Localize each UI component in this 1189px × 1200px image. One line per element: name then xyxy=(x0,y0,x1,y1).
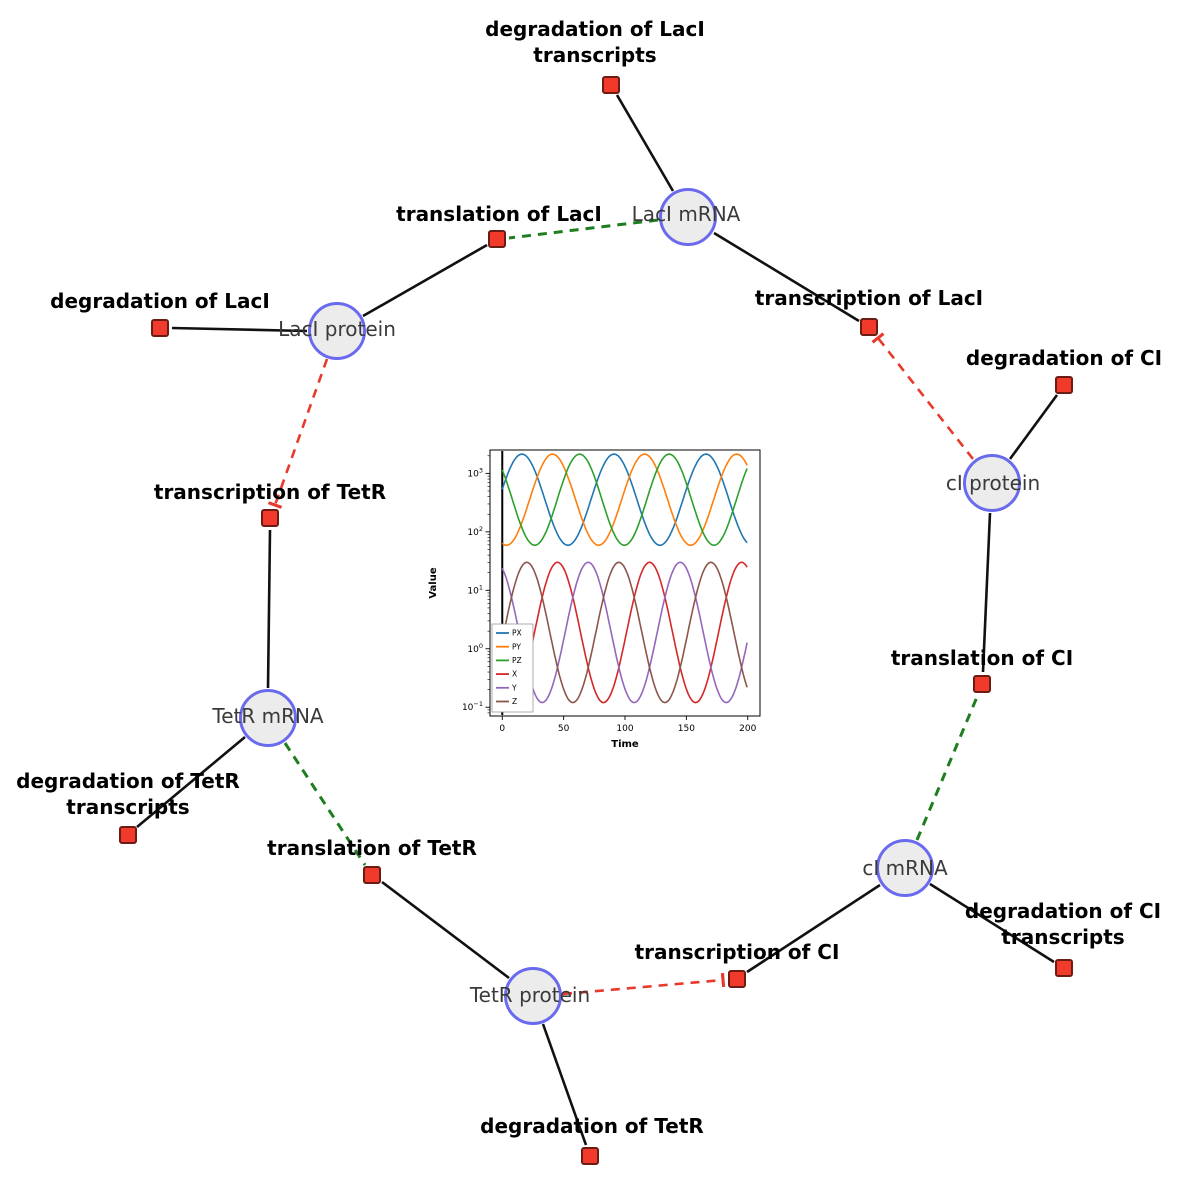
reaction-node-deg-laci xyxy=(151,319,169,337)
simulation-inset-chart: 10−1 100 101 102 103 0 50 100 150 200 PX PY PZ XYZ Tim… xyxy=(428,449,761,750)
y-tick-label: 102 xyxy=(467,525,483,538)
legend-label-Y: Y xyxy=(511,683,517,692)
reaction-node-deg-laci-transcripts xyxy=(602,76,620,94)
x-tick-label: 150 xyxy=(678,724,695,734)
reaction-label-deg-tetr-transcripts: degradation of TetR transcripts xyxy=(16,769,240,819)
legend-label-X: X xyxy=(512,670,517,679)
chart-legend: PX PY PZ XYZ xyxy=(491,623,534,713)
reaction-node-deg-tetr-transcripts xyxy=(119,826,137,844)
reaction-node-translation-ci xyxy=(973,675,991,693)
species-label-tetr-protein: TetR protein xyxy=(469,983,591,1007)
species-node-ci-mrna xyxy=(876,839,934,897)
reaction-label-deg-ci: degradation of CI xyxy=(965,346,1163,370)
legend-label-Z: Z xyxy=(512,697,517,706)
x-tick-label: 100 xyxy=(616,724,633,734)
reaction-label-deg-ci-transcripts: degradation of CI transcripts xyxy=(964,899,1162,949)
reaction-node-transcription-tetr xyxy=(261,509,279,527)
x-tick-label: 200 xyxy=(739,724,756,734)
y-tick-label: 100 xyxy=(467,642,483,655)
x-axis-label: Time xyxy=(611,739,639,750)
species-node-ci-protein xyxy=(963,454,1021,512)
species-label-ci-mrna: cI mRNA xyxy=(862,856,948,880)
edge-translation-laci-to-laci-protein xyxy=(362,243,488,318)
reaction-node-transcription-ci xyxy=(728,970,746,988)
species-label-laci-protein: LacI protein xyxy=(278,317,396,341)
series-PZ xyxy=(501,453,748,547)
reaction-label-translation-ci: translation of CI xyxy=(890,646,1074,670)
species-label-laci-mrna: LacI mRNA xyxy=(631,202,741,226)
reaction-label-translation-tetr: translation of TetR xyxy=(267,836,477,860)
reaction-label-deg-laci-transcripts: degradation of LacI transcripts xyxy=(485,17,705,67)
reaction-node-transcription-laci xyxy=(860,318,878,336)
x-tick-label: 0 xyxy=(499,724,505,734)
edge-ci-mrna-to-translation-ci xyxy=(915,696,979,841)
edge-ci-protein-to-deg-ci xyxy=(1008,394,1059,460)
species-node-tetr-protein xyxy=(504,967,562,1025)
species-node-laci-protein xyxy=(308,302,366,360)
reaction-node-translation-laci xyxy=(488,230,506,248)
reaction-label-transcription-laci: transcription of LacI xyxy=(754,286,984,310)
species-node-laci-mrna xyxy=(659,188,717,246)
edge-translation-tetr-to-tetr-protein xyxy=(381,880,510,980)
series-Y xyxy=(501,561,748,704)
edge-laci-mrna-to-deg-laci-transcripts xyxy=(615,94,675,192)
reaction-label-transcription-tetr: transcription of TetR xyxy=(153,480,387,504)
series-X xyxy=(501,561,748,704)
legend-label-PY: PY xyxy=(512,642,521,651)
edge-ci-protein-inhibits-transcription-laci xyxy=(871,332,975,460)
legend-label-PZ: PZ xyxy=(512,656,522,665)
y-tick-label: 10−1 xyxy=(462,700,483,713)
species-label-tetr-mrna: TetR mRNA xyxy=(212,704,324,728)
axes-box xyxy=(489,449,761,717)
x-tick-label: 50 xyxy=(558,724,570,734)
y-axis-label: Value xyxy=(428,567,439,598)
series-Z xyxy=(501,561,748,704)
species-label-ci-protein: cI protein xyxy=(945,471,1041,495)
reaction-node-translation-tetr xyxy=(363,866,381,884)
reaction-node-deg-ci xyxy=(1055,376,1073,394)
reaction-node-deg-ci-transcripts xyxy=(1055,959,1073,977)
y-tick-label: 101 xyxy=(467,583,483,596)
reaction-label-deg-tetr: degradation of TetR xyxy=(480,1114,704,1138)
species-node-tetr-mrna xyxy=(239,689,297,747)
edge-transcription-tetr-to-tetr-mrna xyxy=(266,529,272,689)
reaction-node-deg-tetr xyxy=(581,1147,599,1165)
reaction-label-translation-laci: translation of LacI xyxy=(396,202,602,226)
reaction-label-deg-laci: degradation of LacI xyxy=(50,289,270,313)
reaction-label-transcription-ci: transcription of CI xyxy=(634,940,840,964)
series-PX xyxy=(501,453,748,547)
legend-label-PX: PX xyxy=(512,629,522,638)
series-PY xyxy=(501,453,748,547)
y-tick-label: 103 xyxy=(467,466,483,479)
